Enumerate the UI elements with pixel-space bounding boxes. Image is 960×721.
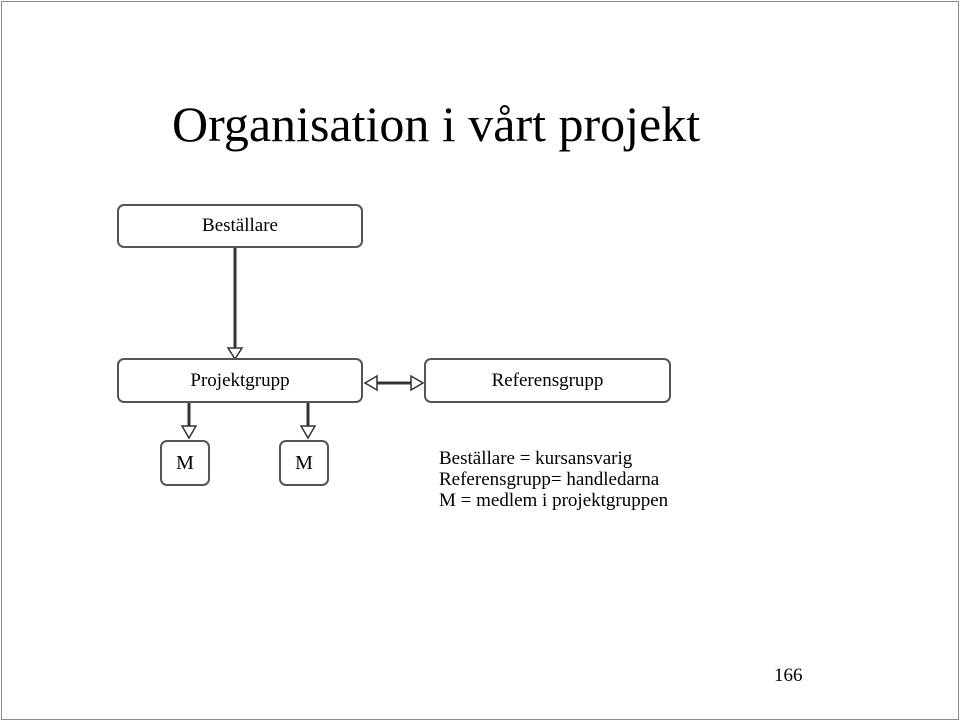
node-bestallare: Beställare [117, 204, 363, 248]
legend-line: Referensgrupp= handledarna [439, 469, 660, 490]
node-projektgrupp: Projektgrupp [117, 358, 363, 403]
arrowhead-down-icon [180, 425, 198, 440]
node-label: M [295, 451, 313, 474]
slide-title: Organisation i vårt projekt [172, 96, 701, 152]
page-number: 166 [774, 665, 803, 686]
legend-line: Beställare = kursansvarig [439, 448, 633, 469]
legend-line: M = medlem i projektgruppen [439, 490, 669, 511]
arrowhead-down-icon [299, 425, 317, 440]
legend: Beställare = kursansvarig Referensgrupp=… [439, 448, 699, 512]
arrowhead-left-icon [363, 374, 378, 392]
node-label: Beställare [202, 215, 278, 236]
arrowhead-down-icon [226, 347, 244, 361]
arrowhead-right-icon [410, 374, 425, 392]
node-member-1: M [160, 440, 210, 486]
node-label: M [176, 451, 194, 474]
node-referensgrupp: Referensgrupp [424, 358, 671, 403]
node-member-2: M [279, 440, 329, 486]
node-label: Projektgrupp [190, 369, 290, 391]
node-label: Referensgrupp [491, 369, 604, 391]
